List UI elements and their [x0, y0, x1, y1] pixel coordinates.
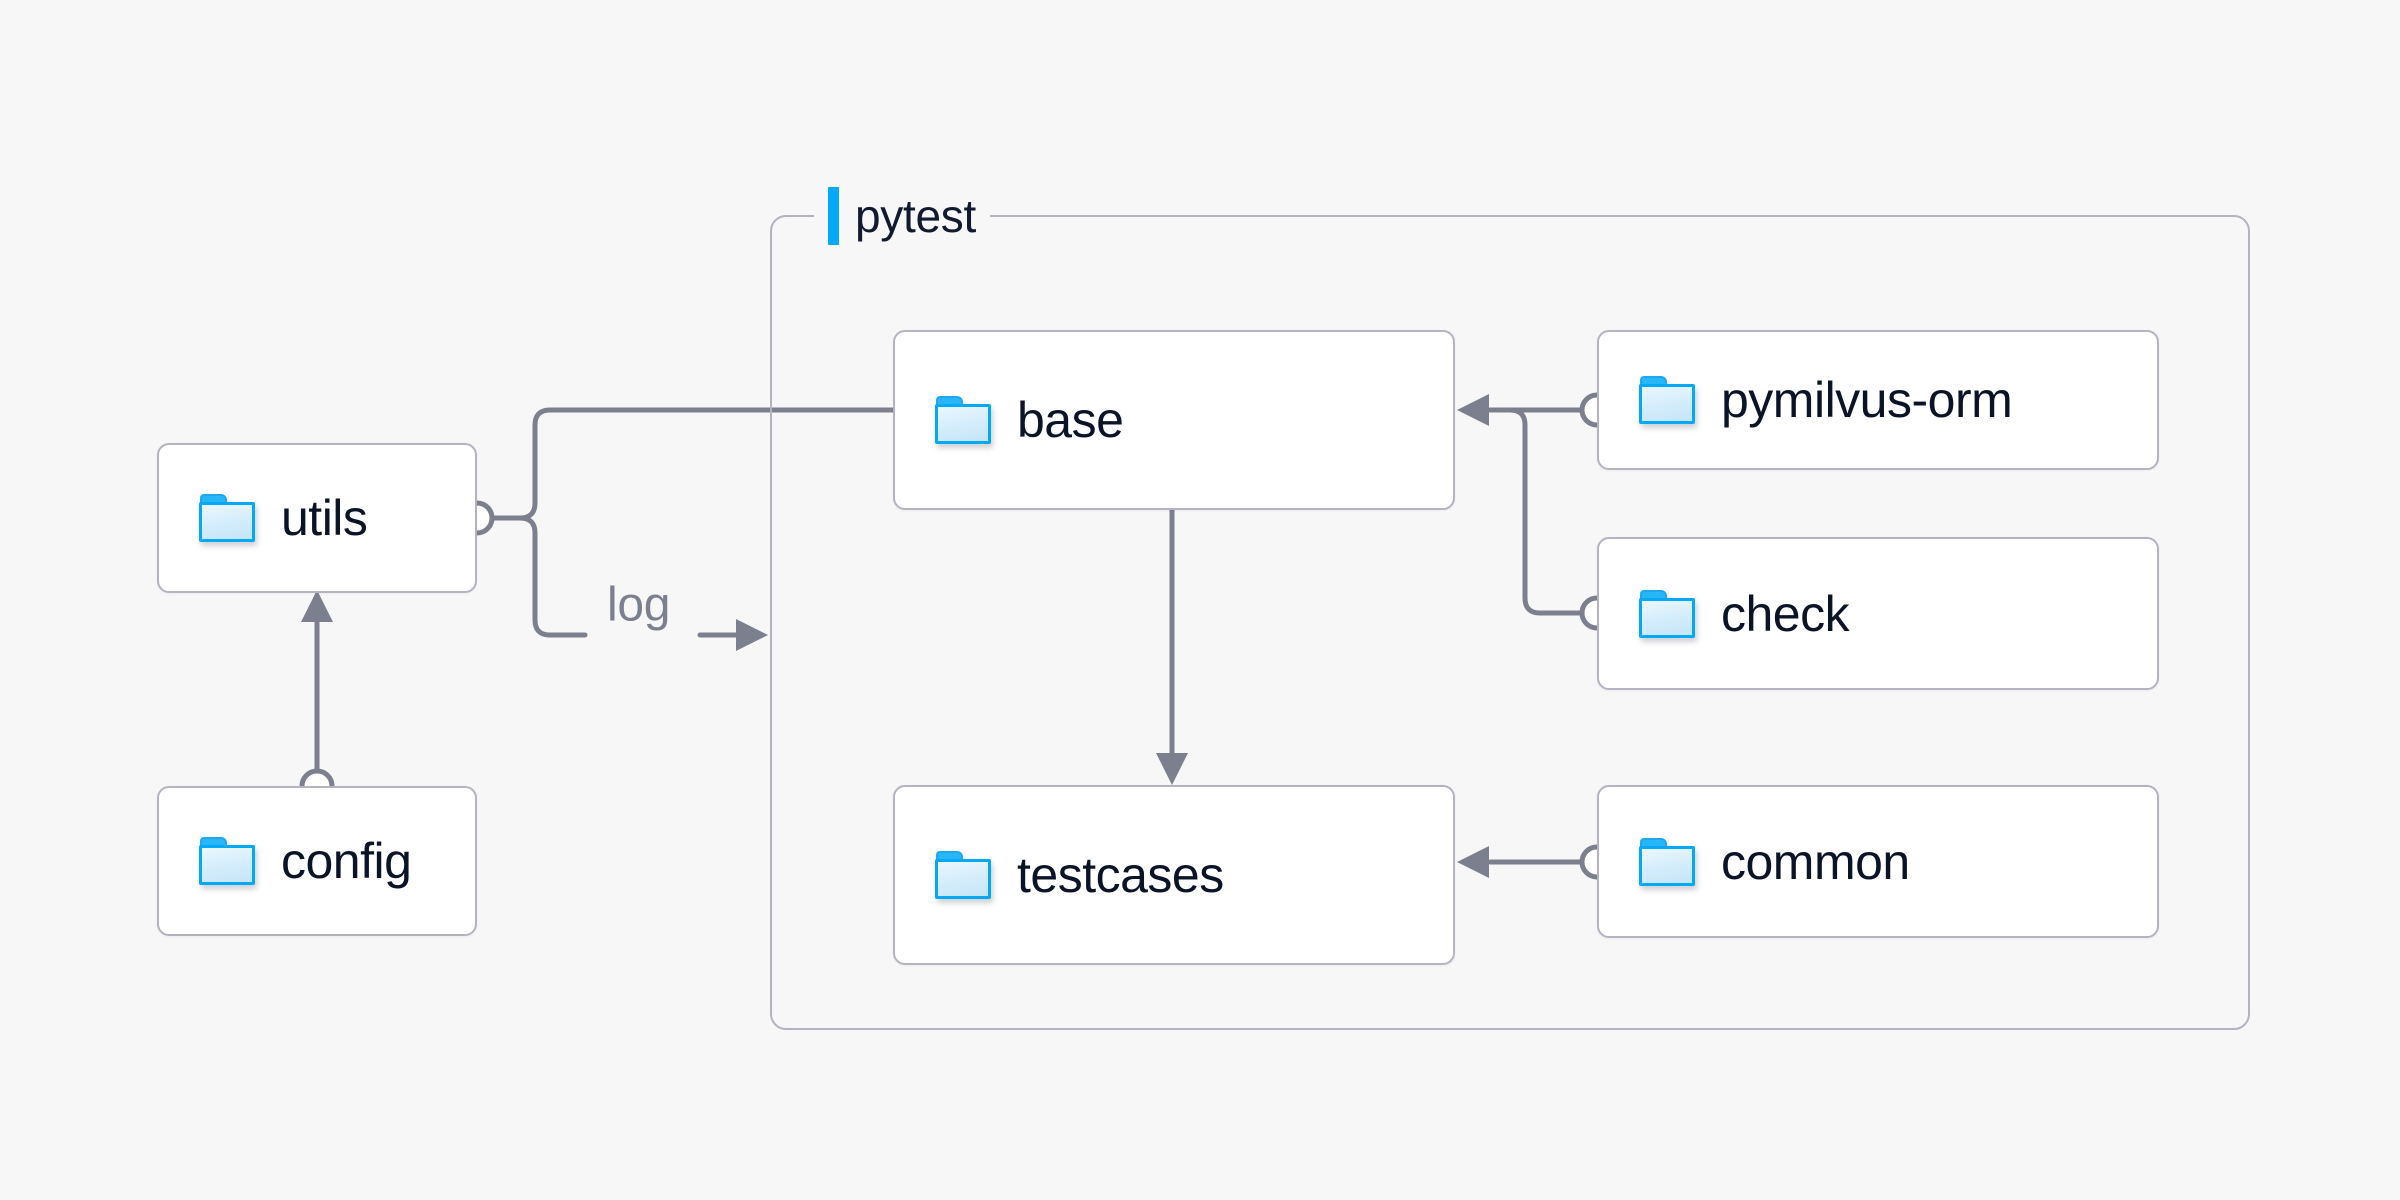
node-base[interactable]: base: [893, 330, 1455, 510]
folder-icon: [199, 494, 255, 542]
node-testcases[interactable]: testcases: [893, 785, 1455, 965]
node-label: utils: [281, 490, 368, 546]
folder-icon: [1639, 589, 1695, 638]
edge-config-to-utils: [299, 590, 335, 804]
node-pymilvus-orm[interactable]: pymilvus-orm: [1597, 330, 2159, 470]
edge-label-log: log: [607, 578, 671, 632]
folder-icon: [935, 396, 991, 444]
group-pytest[interactable]: [770, 215, 2250, 1030]
node-common[interactable]: common: [1597, 785, 2159, 938]
group-accent-bar: [828, 187, 839, 245]
node-config[interactable]: config: [157, 786, 477, 936]
folder-icon: [1639, 376, 1695, 424]
node-label: config: [281, 833, 412, 889]
node-label: common: [1721, 833, 1910, 890]
node-label: check: [1721, 585, 1850, 642]
folder-icon: [199, 837, 255, 885]
node-label: pymilvus-orm: [1721, 372, 2013, 428]
group-title: pytest: [855, 190, 976, 242]
node-utils[interactable]: utils: [157, 443, 477, 593]
folder-icon: [935, 851, 991, 899]
node-check[interactable]: check: [1597, 537, 2159, 690]
node-label: testcases: [1017, 847, 1224, 903]
group-pytest-label: pytest: [814, 185, 990, 247]
node-label: base: [1017, 392, 1124, 448]
folder-icon: [1639, 837, 1695, 886]
